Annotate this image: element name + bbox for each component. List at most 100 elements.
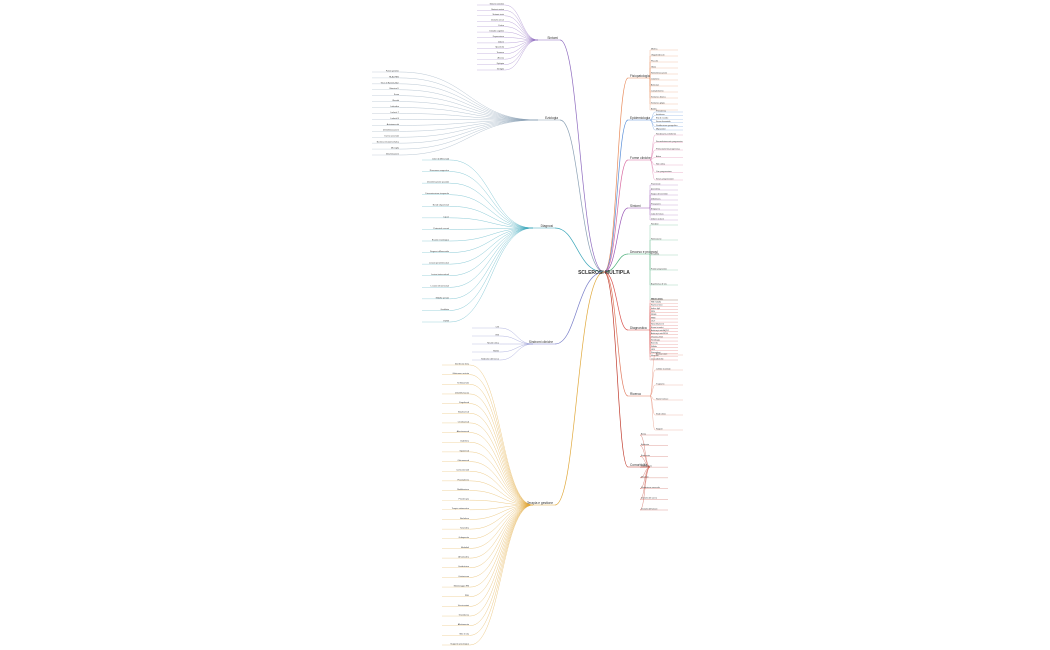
branch-node-b-sindromi[interactable]: Sindromi cliniche xyxy=(529,340,553,344)
leaf-node[interactable]: PML xyxy=(465,595,470,597)
branch-node-b-fisio[interactable]: Fisiopatologia xyxy=(630,74,650,78)
leaf-node[interactable]: Teriflunomide xyxy=(457,383,470,385)
leaf-node[interactable]: Anticorpi xyxy=(651,83,659,86)
leaf-node[interactable]: Lesioni periventricolari xyxy=(429,262,449,265)
leaf-node[interactable]: Risonanza magnetica xyxy=(430,169,450,172)
leaf-node[interactable]: RM midollo xyxy=(651,302,662,304)
leaf-node[interactable]: Vitamina D xyxy=(389,87,399,90)
leaf-node[interactable]: Linfociti B xyxy=(390,117,399,120)
leaf-node[interactable]: Dimetilfumarato xyxy=(455,391,470,394)
leaf-node[interactable]: Depressione xyxy=(493,36,505,38)
leaf-node[interactable]: Autoimmunità xyxy=(387,123,400,126)
leaf-node[interactable]: Midollo spinale xyxy=(436,297,450,299)
leaf-node[interactable]: Segno di Lhermitte xyxy=(651,192,669,195)
leaf-node[interactable]: PESS xyxy=(651,314,657,316)
leaf-node[interactable]: Barriera ematoencefalica xyxy=(377,141,400,144)
leaf-node[interactable]: Modafinil xyxy=(461,547,470,549)
leaf-node[interactable]: Aspettativa di vita xyxy=(651,282,668,285)
leaf-node[interactable]: OCT xyxy=(651,321,656,323)
leaf-node[interactable]: Disseminazione temporale xyxy=(425,192,449,195)
leaf-node[interactable]: Vaccinazioni xyxy=(458,605,470,607)
leaf-node[interactable]: Natalizumab xyxy=(458,411,470,414)
leaf-node[interactable]: Gliosi xyxy=(651,66,657,68)
leaf-node[interactable]: Amantadina xyxy=(458,556,470,559)
leaf-node[interactable]: Obesità xyxy=(392,99,400,102)
branch-node-b-ricerca[interactable]: Ricerca xyxy=(630,392,641,396)
leaf-node[interactable]: Lesioni infratentoriali xyxy=(431,285,450,288)
leaf-node[interactable]: Migrazione xyxy=(656,128,667,130)
leaf-node[interactable]: Rachicentesi xyxy=(651,304,663,307)
leaf-node[interactable]: Con progressione xyxy=(656,171,673,173)
leaf-node[interactable]: Età di esordio xyxy=(656,117,669,120)
leaf-node[interactable]: Sierologia xyxy=(651,339,661,341)
leaf-node[interactable]: Fatica xyxy=(499,24,505,27)
leaf-node[interactable]: Trapianto xyxy=(656,382,665,385)
leaf-node[interactable]: Cateterismo xyxy=(458,575,470,578)
leaf-node[interactable]: Criteri di McDonald xyxy=(432,157,449,160)
leaf-node[interactable]: Mielite xyxy=(493,349,500,352)
leaf-node[interactable]: Sarcoidosi xyxy=(651,352,661,354)
leaf-node[interactable]: Infiammazione xyxy=(386,153,400,155)
leaf-node[interactable]: Ofatumumab xyxy=(457,459,469,462)
leaf-node[interactable]: Gravidanza xyxy=(459,614,470,616)
leaf-node[interactable]: Gadolinio xyxy=(441,309,450,311)
leaf-node[interactable]: RIS xyxy=(496,334,500,336)
leaf-node[interactable]: Parestesie xyxy=(651,182,661,185)
leaf-node[interactable]: Esame neurologico xyxy=(432,239,450,241)
leaf-node[interactable]: Biomarcatori xyxy=(656,352,668,355)
leaf-node[interactable]: Demielinizzazione xyxy=(383,130,400,132)
leaf-node[interactable]: Qualità di vita xyxy=(651,297,664,300)
leaf-node[interactable]: Fattori prognostici xyxy=(651,267,667,270)
leaf-node[interactable]: HLA-DRB1 xyxy=(389,75,400,78)
leaf-node[interactable]: Studi clinici xyxy=(656,412,667,415)
leaf-node[interactable]: Incidenza xyxy=(656,114,665,116)
leaf-node[interactable]: Osteoporosi xyxy=(641,465,652,468)
leaf-node[interactable]: Leucodistrofie xyxy=(651,357,664,360)
leaf-node[interactable]: Borrelia xyxy=(651,343,659,345)
leaf-node[interactable]: Sintomi visivi xyxy=(492,13,504,16)
leaf-node[interactable]: Sifilide xyxy=(651,346,658,348)
leaf-node[interactable]: Sintomi motori xyxy=(491,8,504,11)
leaf-node[interactable]: Distribuzione geografica xyxy=(656,124,678,127)
leaf-node[interactable]: Tizanidina xyxy=(460,528,470,530)
leaf-node[interactable]: Supporto psicologico xyxy=(450,642,469,645)
leaf-node[interactable]: Ipoestesia xyxy=(651,187,661,190)
leaf-node[interactable]: Terapia sintomatica xyxy=(452,507,470,510)
leaf-node[interactable]: Disseminazione spaziale xyxy=(427,182,450,184)
leaf-node[interactable]: Fisioterapia xyxy=(459,498,470,501)
leaf-node[interactable]: Attiva xyxy=(656,155,662,158)
branch-node-b-epidemio[interactable]: Epidemiologia xyxy=(630,116,650,120)
leaf-node[interactable]: Neurofilamenti xyxy=(651,323,664,326)
leaf-node[interactable]: Disturbi cognitivi xyxy=(489,29,504,32)
leaf-node[interactable]: Vitamina B12 xyxy=(651,335,664,338)
leaf-node[interactable]: Oligodendrociti xyxy=(651,53,665,56)
leaf-node[interactable]: Mielina xyxy=(651,48,658,50)
leaf-node[interactable]: Ossibutinina xyxy=(458,565,470,568)
leaf-node[interactable]: Linfociti T xyxy=(390,111,399,114)
leaf-node[interactable]: Diplopia xyxy=(497,63,505,65)
leaf-node[interactable]: Interferone beta xyxy=(455,362,470,365)
leaf-node[interactable]: RM encefalo xyxy=(651,298,663,300)
leaf-node[interactable]: Riabilitazione xyxy=(457,488,470,491)
leaf-node[interactable]: PEM xyxy=(651,317,656,319)
leaf-node[interactable]: Fattori genetici xyxy=(386,69,400,72)
leaf-node[interactable]: Alemtuzumab xyxy=(457,430,470,433)
leaf-node[interactable]: Anticorpi anti-AQP4 xyxy=(651,329,669,332)
leaf-node[interactable]: LES xyxy=(651,349,655,351)
leaf-node[interactable]: Calo del visus xyxy=(651,213,663,215)
leaf-node[interactable]: Ocrelizumab xyxy=(458,421,470,423)
leaf-node[interactable]: Atrofia xyxy=(651,107,658,110)
branch-node-b-sintomi-r[interactable]: Sintomi xyxy=(630,204,641,208)
leaf-node[interactable]: Neurite ottica xyxy=(487,341,500,344)
leaf-node[interactable]: Plasmaferesi xyxy=(457,479,469,481)
leaf-node[interactable]: Emiparesi xyxy=(651,208,660,210)
leaf-node[interactable]: Glatiramer acetato xyxy=(453,372,470,375)
leaf-node[interactable]: Indice IgG xyxy=(651,308,661,310)
leaf-node[interactable]: Danno assonale xyxy=(385,136,400,138)
leaf-node[interactable]: Recidivante-remittente xyxy=(656,132,677,135)
leaf-node[interactable]: CIS xyxy=(496,326,500,328)
leaf-node[interactable]: Placche xyxy=(651,60,659,62)
leaf-node[interactable]: Lesioni iuxtacorticali xyxy=(431,273,449,276)
leaf-node[interactable]: Dolore xyxy=(498,41,505,43)
leaf-node[interactable]: Virus di Epstein-Barr xyxy=(381,81,400,84)
